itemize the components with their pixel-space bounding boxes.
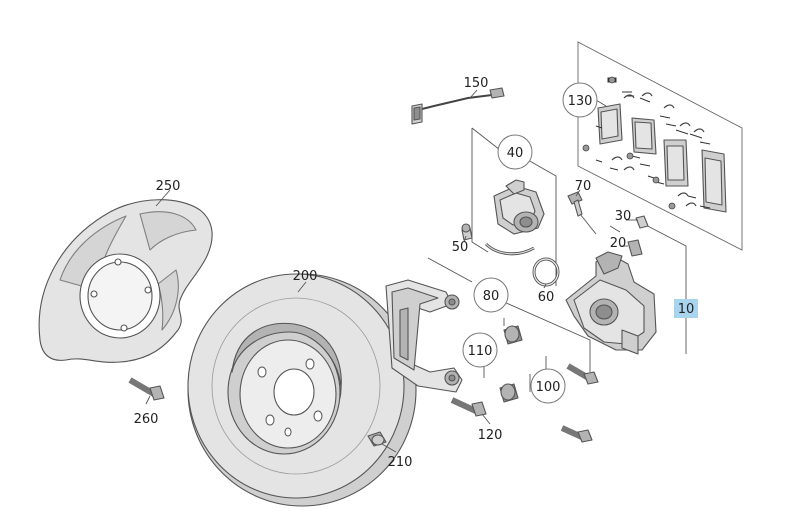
callout-label: 70 <box>575 179 592 194</box>
callout-label: 60 <box>538 290 555 305</box>
callout-20[interactable]: 20 <box>610 236 627 251</box>
piston-kit-group[interactable] <box>461 127 560 287</box>
brake-pad-3 <box>663 139 689 187</box>
callout-210[interactable]: 210 <box>388 455 413 470</box>
callout-label: 110 <box>468 344 493 359</box>
brake-pad-2 <box>631 117 657 155</box>
brake-pad-1 <box>597 103 623 145</box>
callout-150[interactable]: 150 <box>464 76 489 91</box>
brake-disc[interactable] <box>187 273 417 507</box>
brake-pad-4 <box>701 149 727 213</box>
callout-120[interactable]: 120 <box>478 428 503 443</box>
callout-circle <box>497 134 533 170</box>
callout-100[interactable]: 100 <box>530 368 566 404</box>
pad-kit-group[interactable] <box>577 41 743 251</box>
callout-260[interactable]: 260 <box>134 412 159 427</box>
callout-label: 150 <box>464 76 489 91</box>
callout-label: 20 <box>610 236 627 251</box>
callout-30[interactable]: 30 <box>615 209 632 224</box>
wear-sensor[interactable] <box>411 87 505 125</box>
bushing-80[interactable] <box>503 325 523 345</box>
callout-40[interactable]: 40 <box>497 134 533 170</box>
callout-label: 10 <box>678 302 695 317</box>
callout-250[interactable]: 250 <box>156 179 181 194</box>
callout-circle <box>530 368 566 404</box>
callout-label: 30 <box>615 209 632 224</box>
callout-10[interactable]: 10 <box>674 299 698 318</box>
callout-label: 40 <box>507 146 524 161</box>
bolt-210[interactable] <box>367 431 387 447</box>
callout-highlight <box>674 299 698 318</box>
callout-50[interactable]: 50 <box>452 240 469 255</box>
callout-label: 50 <box>452 240 469 255</box>
guide-bolt-100[interactable] <box>560 425 593 443</box>
callout-label: 100 <box>536 380 561 395</box>
callout-label: 200 <box>293 269 318 284</box>
callout-circle <box>562 82 598 118</box>
guide-bolt-90[interactable] <box>566 363 599 385</box>
callout-label: 210 <box>388 455 413 470</box>
caliper-housing[interactable] <box>565 191 687 355</box>
callout-label: 80 <box>483 289 500 304</box>
bolt-120[interactable] <box>450 397 487 417</box>
dust-shield[interactable] <box>38 199 213 363</box>
callout-110[interactable]: 110 <box>462 332 498 368</box>
callout-label: 260 <box>134 412 159 427</box>
callout-label: 120 <box>478 428 503 443</box>
callout-200[interactable]: 200 <box>293 269 318 284</box>
callout-130[interactable]: 130 <box>562 82 598 118</box>
callout-label: 130 <box>568 94 593 109</box>
callout-70[interactable]: 70 <box>575 179 592 194</box>
callout-circle <box>473 277 509 313</box>
callout-60[interactable]: 60 <box>538 290 555 305</box>
callout-label: 250 <box>156 179 181 194</box>
bolt-260[interactable] <box>128 377 165 401</box>
callout-80[interactable]: 80 <box>473 277 509 313</box>
callout-circle <box>462 332 498 368</box>
bushing-110[interactable] <box>499 383 519 403</box>
